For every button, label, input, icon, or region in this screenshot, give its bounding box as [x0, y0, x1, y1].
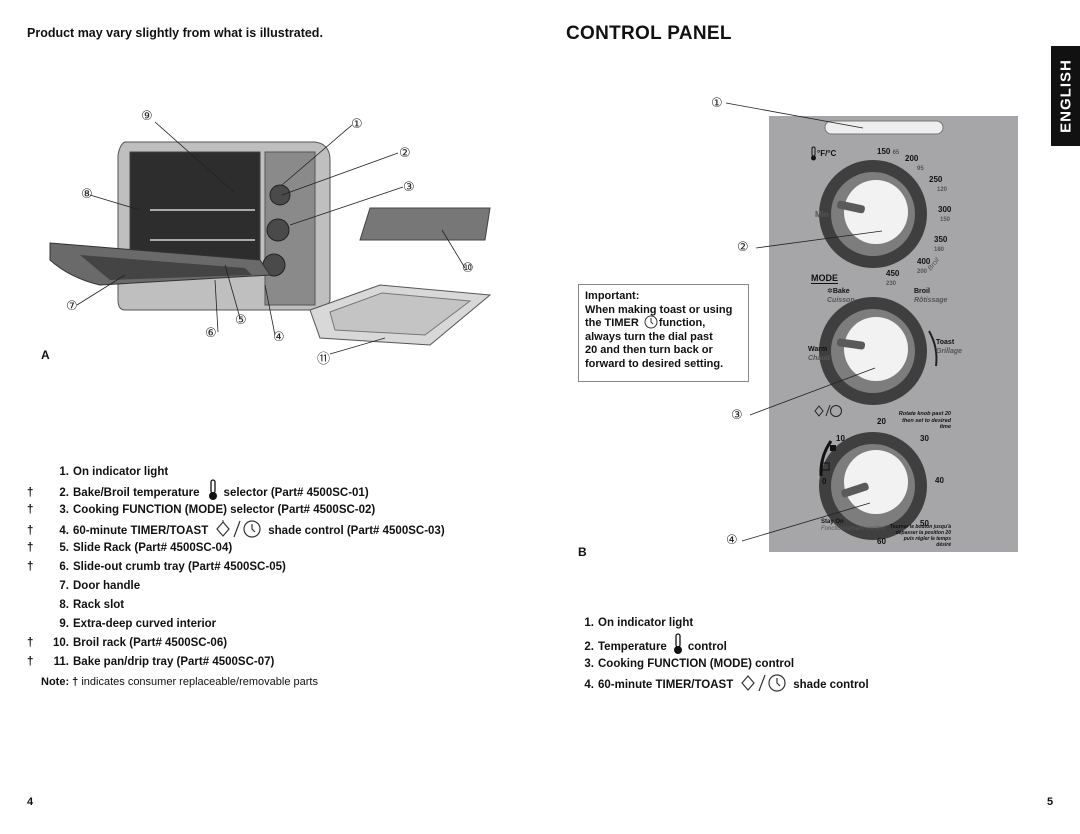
- callout-9: ⑨: [141, 109, 153, 124]
- timer-dial: [819, 432, 927, 540]
- list-item: †6.Slide-out crumb tray (Part# 4500SC-05…: [27, 561, 286, 573]
- list-item: 4.60-minute TIMER/TOAST shade control: [578, 674, 869, 693]
- list-item: 1.On indicator light: [584, 617, 694, 629]
- panel-leader-lines: [725, 102, 883, 542]
- list-item: †5.Slide Rack (Part# 4500SC-04): [27, 542, 233, 554]
- square-filled-icon: [830, 445, 836, 451]
- page-title: CONTROL PANEL: [566, 23, 732, 44]
- callout-b4: ④: [726, 533, 738, 548]
- list-item: 1.On indicator light: [59, 466, 169, 478]
- list-item: 9.Extra-deep curved interior: [59, 618, 217, 630]
- toast-timer-icon: [216, 520, 261, 538]
- mode-label: MODE: [811, 273, 838, 284]
- list-item: †3.Cooking FUNCTION (MODE) selector (Par…: [27, 504, 376, 516]
- language-tab: ENGLISH: [1051, 46, 1080, 146]
- list-item: †10.Broil rack (Part# 4500SC-06): [27, 637, 228, 649]
- timer-30: 30: [920, 434, 929, 443]
- callout-b3: ③: [731, 408, 743, 423]
- figure-label-b: B: [578, 545, 587, 559]
- temp-150: 150 65: [877, 147, 900, 156]
- parts-list-b: 1.On indicator light 2.Temperature contr…: [578, 0, 898, 700]
- timer-50: 50: [920, 519, 929, 528]
- callout-5: ⑤: [235, 313, 247, 328]
- timer-20: 20: [877, 417, 886, 426]
- callout-2: ②: [399, 146, 411, 161]
- callout-b1: ①: [711, 96, 723, 111]
- list-item: 8.Rack slot: [59, 599, 125, 611]
- rotate-instruction-fr: Tourner le bouton jusqu'à dépasser la po…: [889, 524, 951, 548]
- replaceable-parts-note: Note: † indicates consumer replaceable/r…: [41, 676, 318, 688]
- leader-lines: [76, 121, 466, 355]
- rotate-instruction-en: Rotate knob past 20 then set to desired …: [898, 411, 951, 430]
- timer-0: 0: [822, 477, 827, 486]
- figure-label-a: A: [41, 348, 50, 362]
- callout-7: ⑦: [66, 299, 78, 314]
- callout-4: ④: [273, 330, 285, 345]
- parts-list-a: 1.On indicator light †2.Bake/Broil tempe…: [27, 0, 487, 700]
- callout-6: ⑥: [205, 326, 217, 341]
- list-item: 3.Cooking FUNCTION (MODE) control: [584, 658, 795, 670]
- indicator-light: [824, 120, 944, 135]
- page-number-right: 5: [1047, 796, 1054, 808]
- list-item: †11.Bake pan/drip tray (Part# 4500SC-07): [27, 656, 275, 668]
- page-number-left: 4: [27, 796, 34, 808]
- callout-b2: ②: [737, 240, 749, 255]
- callout-11: ⑪: [317, 352, 331, 367]
- toaster-oven-illustration: [49, 121, 492, 355]
- timer-40: 40: [935, 476, 944, 485]
- toast-timer-icon-panel: [814, 404, 842, 417]
- list-item: †4.60-minute TIMER/TOAST shade control (…: [27, 520, 445, 539]
- temp-min-label: Min: [815, 210, 829, 219]
- temp-unit-label: °F/°C: [817, 149, 837, 158]
- knob-illustrations: [262, 184, 291, 277]
- thermometer-icon: [673, 633, 682, 654]
- list-item: 2.Temperature control: [578, 633, 727, 655]
- timer-60: 60: [877, 537, 886, 546]
- list-item: 7.Door handle: [59, 580, 141, 592]
- mode-dial: [819, 297, 927, 405]
- disclaimer-header: Product may vary slightly from what is i…: [27, 26, 323, 40]
- timer-10: 10: [836, 434, 845, 443]
- timer-icon: [644, 315, 658, 329]
- thermometer-icon: [208, 479, 217, 500]
- important-notice: Important: When making toast or using th…: [578, 284, 749, 382]
- callout-8: ⑧: [81, 187, 93, 202]
- list-item: †2.Bake/Broil temperature selector (Part…: [27, 479, 369, 501]
- toast-timer-icon: [741, 674, 786, 692]
- callout-3: ③: [403, 180, 415, 195]
- callout-1: ①: [351, 117, 363, 132]
- thermometer-icon-panel: [811, 146, 816, 161]
- square-empty-icon: [821, 462, 830, 471]
- callout-10: ⑩: [462, 261, 474, 276]
